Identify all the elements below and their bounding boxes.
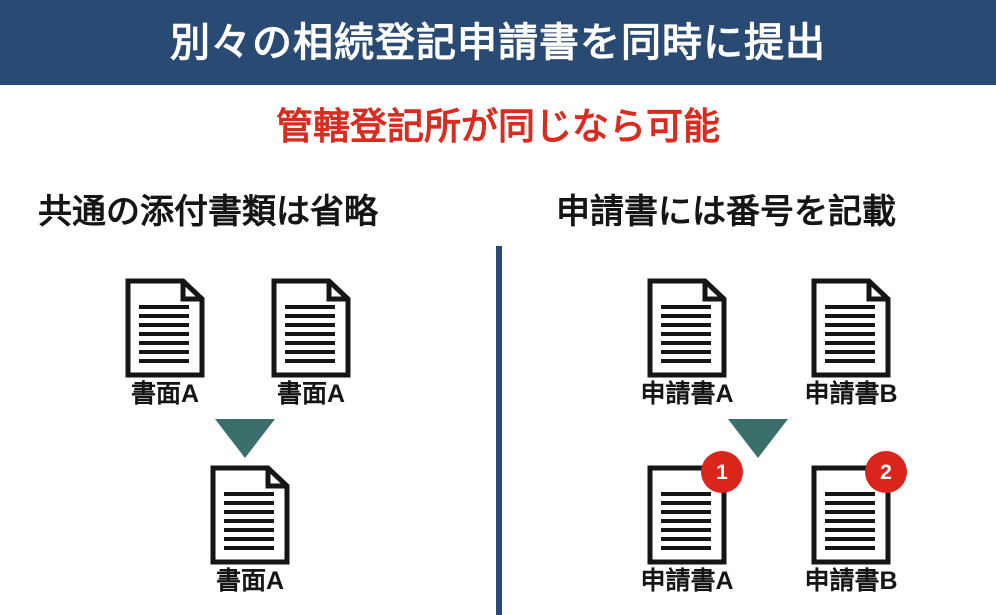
document-icon: 1 [647,451,743,565]
column-divider [496,246,502,615]
document-label: 申請書B [804,567,898,595]
subtitle-text: 管轄登記所が同じなら可能 [276,106,720,147]
document-icon [210,465,290,565]
status-badge: 1 [701,451,743,493]
document-item: 申請書A [627,278,747,409]
document-icon [647,278,727,378]
document-icon: 2 [811,451,907,565]
subtitle-row: 管轄登記所が同じなら可能 [0,108,996,145]
document-label: 申請書A [640,380,734,408]
status-badge: 2 [865,451,907,493]
page-title: 別々の相続登記申請書を同時に提出 [170,20,826,65]
document-label: 申請書B [804,380,898,408]
document-item: 2 申請書B [791,451,911,596]
document-label: 書面A [276,380,346,408]
right-column-heading: 申請書には番号を記載 [556,193,896,231]
document-item: 1 申請書A [627,451,747,596]
document-item: 書面A [190,465,310,596]
document-item: 書面A [105,278,225,409]
document-item: 書面A [251,278,371,409]
left-column-heading: 共通の添付書類は省略 [38,193,378,231]
document-icon [811,278,891,378]
document-label: 書面A [130,380,200,408]
document-item: 申請書B [791,278,911,409]
document-icon [125,278,205,378]
document-label: 申請書A [640,567,734,595]
header-band: 別々の相続登記申請書を同時に提出 [0,0,996,85]
arrow-down-triangle-icon [728,419,788,458]
arrow-down-triangle-icon [215,419,275,458]
document-icon [271,278,351,378]
document-label: 書面A [215,567,285,595]
